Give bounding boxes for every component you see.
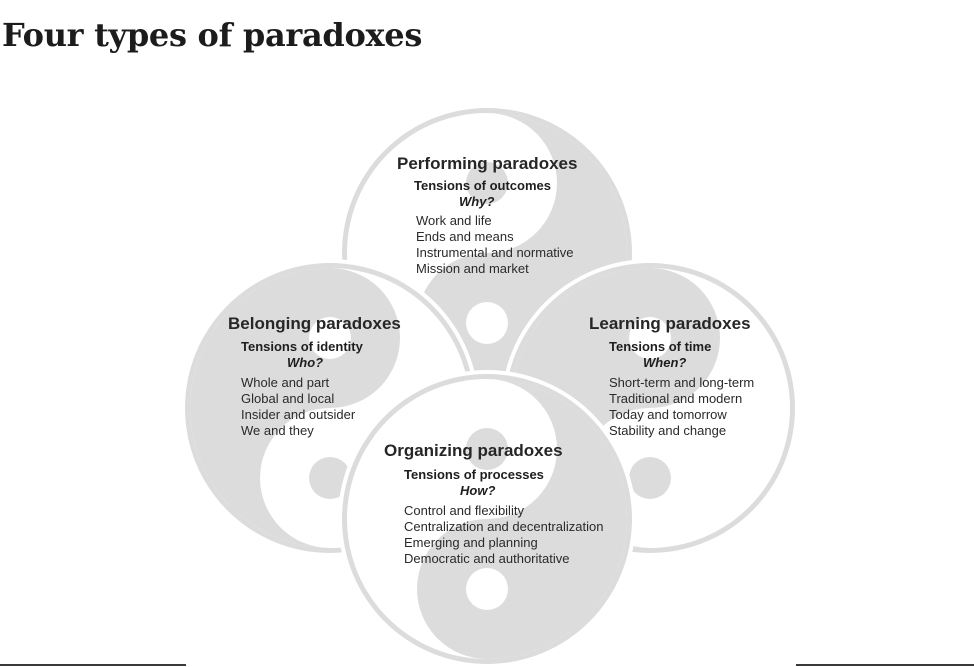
belonging-question: Who?	[287, 355, 323, 370]
bottom-rule-left	[0, 664, 186, 666]
belonging-item: We and they	[241, 423, 314, 438]
organizing-item: Centralization and decentralization	[404, 519, 603, 534]
yin-yang-symbols	[181, 104, 799, 667]
organizing-item: Emerging and planning	[404, 535, 538, 550]
belonging-heading: Belonging paradoxes	[228, 314, 401, 333]
bottom-rule-right	[796, 664, 974, 666]
learning-heading: Learning paradoxes	[589, 314, 751, 333]
organizing-tension: Tensions of processes	[404, 467, 544, 482]
performing-paradoxes-block: Performing paradoxes Tensions of outcome…	[397, 154, 577, 276]
learning-paradoxes-block: Learning paradoxes Tensions of time When…	[589, 314, 754, 438]
learning-item: Traditional and modern	[609, 391, 742, 406]
learning-item: Short-term and long-term	[609, 375, 754, 390]
organizing-item: Control and flexibility	[404, 503, 524, 518]
organizing-paradoxes-block: Organizing paradoxes Tensions of process…	[384, 441, 603, 566]
belonging-item: Insider and outsider	[241, 407, 356, 422]
performing-item: Ends and means	[416, 229, 514, 244]
organizing-yin-yang-icon	[338, 370, 636, 667]
performing-item: Work and life	[416, 213, 492, 228]
performing-question: Why?	[459, 194, 494, 209]
organizing-question: How?	[460, 483, 495, 498]
learning-tension: Tensions of time	[609, 339, 711, 354]
learning-question: When?	[643, 355, 686, 370]
learning-item: Stability and change	[609, 423, 726, 438]
learning-item: Today and tomorrow	[609, 407, 727, 422]
performing-heading: Performing paradoxes	[397, 154, 577, 173]
belonging-item: Global and local	[241, 391, 334, 406]
belonging-paradoxes-block: Belonging paradoxes Tensions of identity…	[228, 314, 401, 438]
performing-item: Mission and market	[416, 261, 529, 276]
performing-tension: Tensions of outcomes	[414, 178, 551, 193]
performing-item: Instrumental and normative	[416, 245, 574, 260]
belonging-tension: Tensions of identity	[241, 339, 364, 354]
organizing-heading: Organizing paradoxes	[384, 441, 563, 460]
organizing-item: Democratic and authoritative	[404, 551, 569, 566]
belonging-item: Whole and part	[241, 375, 330, 390]
page-title: Four types of paradoxes	[2, 16, 423, 54]
